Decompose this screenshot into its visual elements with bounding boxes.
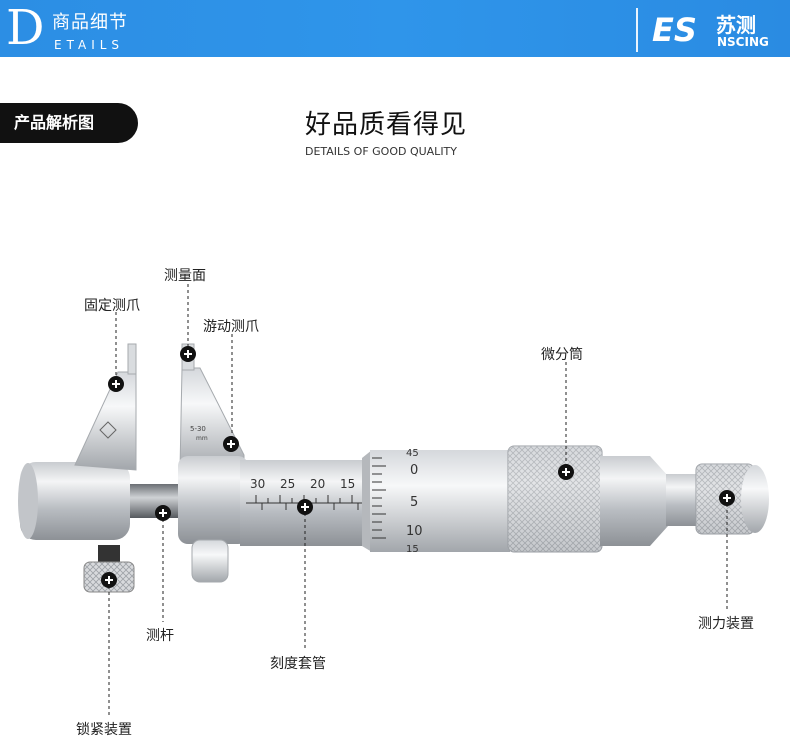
label-spindle: 测杆 <box>146 628 174 644</box>
label-thimble: 微分筒 <box>541 347 583 363</box>
leader-lines <box>108 284 728 716</box>
thimble-cap <box>600 456 668 546</box>
brand-name-cn: 苏测 <box>716 13 756 37</box>
marker-ratchet <box>719 490 735 506</box>
label-measuring-face: 测量面 <box>164 268 206 284</box>
header-subtitle: ETAILS <box>54 38 125 52</box>
marker-spindle <box>155 505 171 521</box>
jaw-marking: 5-30 <box>190 425 206 433</box>
brand-name-en: NSCING <box>717 35 769 49</box>
thimble-tick-2: 5 <box>410 495 418 510</box>
section-title: 好品质看得见 <box>305 110 468 140</box>
thimble-tick-3: 10 <box>406 524 423 539</box>
label-fixed-jaw: 固定测爪 <box>84 298 140 314</box>
label-ratchet: 测力装置 <box>698 616 754 632</box>
label-sleeve: 刻度套管 <box>270 656 326 672</box>
movable-jaw <box>179 367 245 471</box>
sleeve-tick-3: 15 <box>340 477 355 491</box>
marker-movable-jaw <box>223 436 239 452</box>
label-lock: 锁紧装置 <box>76 722 132 738</box>
movable-body <box>178 456 248 544</box>
sleeve-tick-0: 30 <box>250 477 265 491</box>
marker-fixed-jaw <box>108 376 124 392</box>
thimble-tick-4: 15 <box>406 544 419 555</box>
brand-logo-icon: ES <box>652 12 697 46</box>
sleeve-tick-2: 20 <box>310 477 325 491</box>
fixed-jaw <box>74 371 137 471</box>
brand-logo-text: ES <box>652 12 697 46</box>
thimble-scale-body <box>370 450 510 552</box>
section-tag: 产品解析图 <box>0 103 138 143</box>
thimble-tick-1: 0 <box>410 463 418 478</box>
sleeve-tick-1: 25 <box>280 477 295 491</box>
brand-divider <box>636 8 638 52</box>
header-title: 商品细节 <box>52 12 128 33</box>
header-big-letter: D <box>6 0 45 56</box>
marker-thimble <box>558 464 574 480</box>
thimble-tick-0: 45 <box>406 448 419 459</box>
section-subtitle: DETAILS OF GOOD QUALITY <box>305 145 457 158</box>
marker-lock <box>101 572 117 588</box>
header-banner: D 商品细节 ETAILS ES 苏测 NSCING <box>0 0 790 57</box>
marker-sleeve <box>297 499 313 515</box>
label-movable-jaw: 游动测爪 <box>203 319 259 335</box>
jaw-unit: mm <box>196 435 208 442</box>
marker-measuring-face <box>180 346 196 362</box>
fixed-body <box>20 462 130 540</box>
